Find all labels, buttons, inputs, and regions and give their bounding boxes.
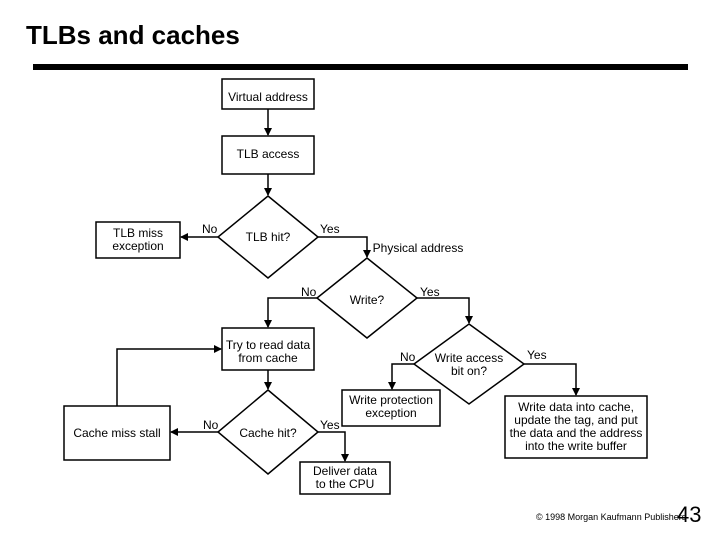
deliver-line-2: to the CPU (315, 477, 375, 491)
arrow-write-no-to-try-read (264, 297, 317, 328)
deliver-data-box (299, 461, 391, 495)
copyright-footer: © 1998 Morgan Kaufmann Publishers (536, 512, 687, 522)
write-access-label: Write access bit on? (424, 352, 514, 378)
try-read-line-1: Try to read data (225, 338, 311, 352)
write-data-line-3: the data and the address (509, 426, 643, 440)
write-access-line-2: bit on? (450, 364, 488, 378)
tlb-hit-label: TLB hit? (245, 230, 291, 244)
try-read-label: Try to read data from cache (222, 339, 314, 365)
arrow-write-yes-to-access (417, 297, 473, 324)
deliver-data-label: Deliver data to the CPU (300, 465, 390, 491)
arrow-access-yes-to-write-data (524, 363, 580, 396)
write-protection-label: Write protection exception (342, 394, 440, 420)
slide-title: TLBs and caches (26, 20, 240, 50)
write-yes-label: Yes (420, 285, 440, 299)
try-read-line-2: from cache (238, 351, 298, 365)
write-data-label: Write data into cache, update the tag, a… (505, 401, 647, 453)
write-data-line-1: Write data into cache, (518, 400, 634, 414)
write-access-yes-label: Yes (527, 348, 547, 362)
cache-hit-label: Cache hit? (239, 426, 297, 440)
page-number: 43 (677, 502, 702, 527)
write-diamond (315, 257, 419, 339)
virtual-address-label: Virtual address (228, 90, 308, 104)
tlb-hit-yes-label: Yes (320, 222, 340, 236)
arrow-access-no-to-protection (388, 363, 414, 390)
write-data-box (504, 395, 648, 459)
write-access-diamond (412, 323, 526, 405)
deliver-line-1: Deliver data (312, 464, 378, 478)
cache-hit-diamond (216, 389, 320, 475)
arrow-cache-hit-yes-to-deliver (318, 431, 349, 462)
arrow-hit-yes-to-write (318, 236, 371, 258)
tlb-access-label: TLB access (236, 147, 300, 161)
write-protection-line-1: Write protection (349, 393, 433, 407)
write-protection-line-2: exception (365, 406, 417, 420)
write-data-line-4: into the write buffer (525, 439, 627, 453)
tlb-miss-line-1: TLB miss (112, 226, 163, 240)
write-data-line-2: update the tag, and put (514, 413, 638, 427)
tlb-miss-line-2: exception (112, 239, 164, 253)
tlb-hit-diamond (216, 195, 320, 279)
write-access-no-label: No (400, 350, 416, 364)
cache-miss-stall-label: Cache miss stall (73, 426, 161, 440)
tlb-hit-no-label: No (202, 222, 218, 236)
physical-address-label: Physical address (372, 241, 464, 255)
arrow-stall-loop-back (116, 345, 222, 406)
write-protection-box (341, 389, 441, 427)
write-no-label: No (301, 285, 317, 299)
tlb-miss-exception-label: TLB miss exception (96, 227, 180, 253)
write-access-line-1: Write access (434, 351, 504, 365)
cache-hit-no-label: No (203, 418, 219, 432)
write-label: Write? (349, 293, 385, 307)
title-rule (33, 64, 688, 70)
cache-hit-yes-label: Yes (320, 418, 340, 432)
